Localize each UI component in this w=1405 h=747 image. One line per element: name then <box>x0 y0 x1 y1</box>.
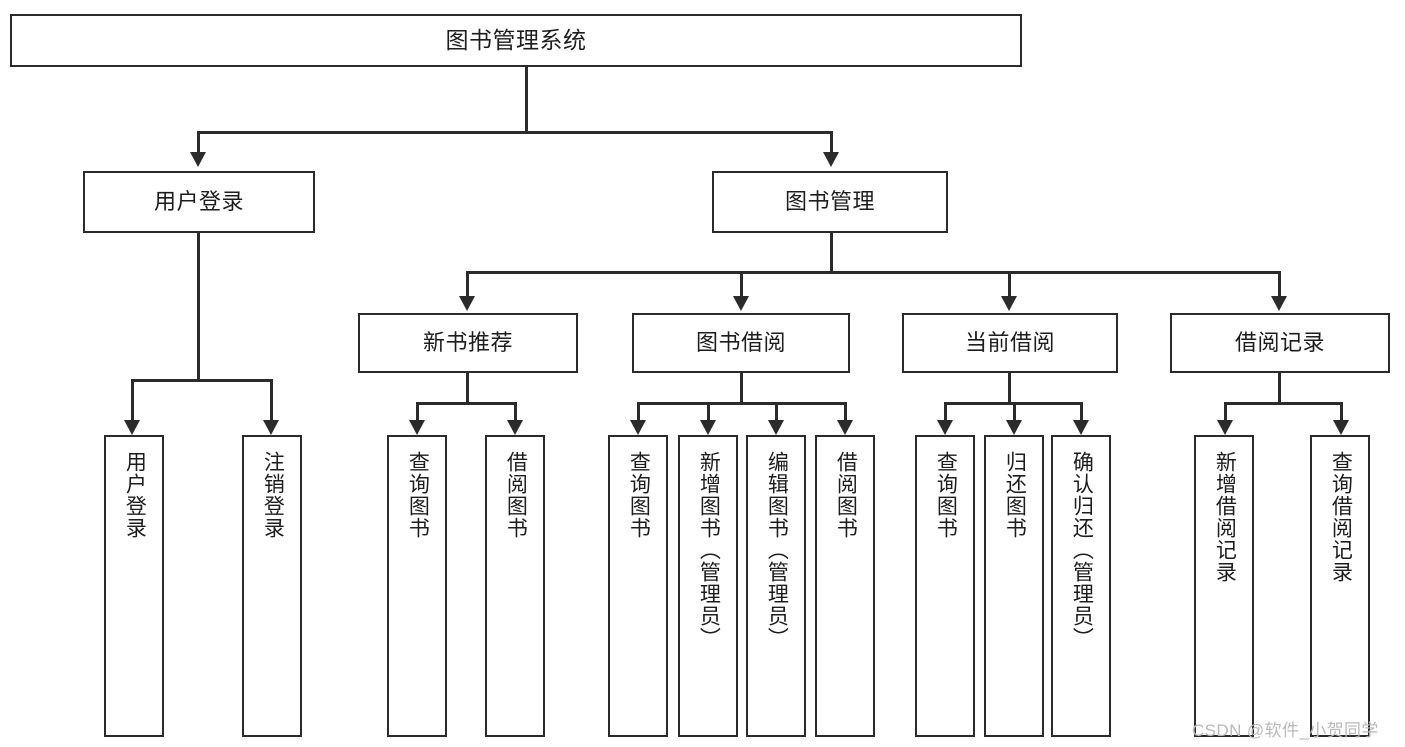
node-root-system[interactable]: 图书管理系统 <box>10 14 1022 67</box>
arrowhead-leaf-edit-book <box>768 420 784 435</box>
arrowhead-leaf-confirm-return <box>1073 420 1089 435</box>
node-label: 编辑图书（管理员） <box>765 451 789 649</box>
connector-user-login-stem <box>197 233 200 381</box>
node-leaf-user-login[interactable]: 用户登录 <box>104 435 164 737</box>
connector-to-current-borrow <box>1008 271 1011 297</box>
node-label: 注销登录 <box>261 451 285 539</box>
node-label: 借阅图书 <box>834 451 858 539</box>
connector-current-borrow-bus <box>944 402 1080 405</box>
connector-book-manage-stem <box>830 233 833 273</box>
arrowhead-borrow-record <box>1271 296 1287 311</box>
connector-bb-drop-1 <box>637 402 640 422</box>
connector-to-book-borrow <box>740 271 743 297</box>
node-leaf-borrow-book-2[interactable]: 借阅图书 <box>815 435 875 737</box>
connector-book-borrow-stem <box>740 373 743 404</box>
connector-nbr-drop-1 <box>416 402 419 422</box>
arrowhead-leaf-return-book <box>1006 420 1022 435</box>
node-leaf-logout[interactable]: 注销登录 <box>242 435 302 737</box>
connector-user-login-drop-2 <box>270 379 273 421</box>
node-label: 用户登录 <box>153 189 244 215</box>
connector-cb-drop-1 <box>944 402 947 422</box>
node-label: 借阅记录 <box>1234 330 1325 356</box>
arrowhead-leaf-query-record <box>1333 420 1349 435</box>
connector-root-stem <box>525 67 528 133</box>
connector-book-borrow-bus <box>637 402 844 405</box>
connector-borrow-record-stem <box>1278 373 1281 404</box>
node-leaf-add-record[interactable]: 新增借阅记录 <box>1194 435 1254 737</box>
node-label: 图书管理系统 <box>445 27 587 54</box>
connector-nbr-drop-2 <box>514 402 517 422</box>
connector-br-drop-2 <box>1340 402 1343 422</box>
connector-bb-drop-3 <box>775 402 778 422</box>
node-label: 新书推荐 <box>422 330 513 356</box>
connector-bb-drop-2 <box>707 402 710 422</box>
node-label: 新增借阅记录 <box>1213 451 1237 583</box>
node-label: 借阅图书 <box>504 451 528 539</box>
node-leaf-query-book-1[interactable]: 查询图书 <box>387 435 447 737</box>
connector-root-to-book-manage <box>830 131 833 153</box>
connector-new-book-recommend-bus <box>416 402 514 405</box>
csdn-watermark: CSDN @软件_小贺同学 <box>1192 721 1379 740</box>
node-book-manage[interactable]: 图书管理 <box>712 171 948 233</box>
arrowhead-leaf-query-book-3 <box>937 420 953 435</box>
connector-cb-drop-2 <box>1013 402 1016 422</box>
connector-current-borrow-stem <box>1008 373 1011 404</box>
arrowhead-user-login <box>190 152 206 167</box>
node-label: 新增图书（管理员） <box>697 451 721 649</box>
arrowhead-leaf-logout <box>263 420 279 435</box>
node-current-borrow[interactable]: 当前借阅 <box>902 313 1118 373</box>
node-user-login[interactable]: 用户登录 <box>83 171 315 233</box>
node-new-book-recommend[interactable]: 新书推荐 <box>358 313 578 373</box>
connector-cb-drop-3 <box>1080 402 1083 422</box>
node-leaf-edit-book[interactable]: 编辑图书（管理员） <box>746 435 806 737</box>
arrowhead-leaf-query-book-1 <box>409 420 425 435</box>
node-leaf-query-book-3[interactable]: 查询图书 <box>915 435 975 737</box>
node-label: 归还图书 <box>1003 451 1027 539</box>
arrowhead-leaf-add-book <box>700 420 716 435</box>
node-leaf-borrow-book-1[interactable]: 借阅图书 <box>485 435 545 737</box>
connector-new-book-recommend-stem <box>466 373 469 404</box>
arrowhead-leaf-borrow-book-1 <box>507 420 523 435</box>
connector-to-borrow-record <box>1278 271 1281 297</box>
connector-user-login-drop-1 <box>131 379 134 421</box>
node-book-borrow[interactable]: 图书借阅 <box>632 313 850 373</box>
node-label: 当前借阅 <box>964 330 1055 356</box>
connector-book-manage-bus <box>466 271 1280 274</box>
node-leaf-add-book[interactable]: 新增图书（管理员） <box>678 435 738 737</box>
connector-to-new-book-recommend <box>466 271 469 297</box>
node-label: 查询图书 <box>406 451 430 539</box>
arrowhead-leaf-user-login <box>124 420 140 435</box>
node-label: 图书借阅 <box>695 330 786 356</box>
connector-user-login-bus <box>131 379 270 382</box>
connector-bb-drop-4 <box>844 402 847 422</box>
arrowhead-new-book-recommend <box>459 296 475 311</box>
node-leaf-confirm-return[interactable]: 确认归还（管理员） <box>1051 435 1111 737</box>
connector-borrow-record-bus <box>1224 402 1340 405</box>
arrowhead-book-borrow <box>733 296 749 311</box>
node-label: 查询图书 <box>627 451 651 539</box>
connector-root-to-user-login <box>197 131 200 153</box>
arrowhead-leaf-add-record <box>1217 420 1233 435</box>
arrowhead-current-borrow <box>1001 296 1017 311</box>
node-borrow-record[interactable]: 借阅记录 <box>1170 313 1390 373</box>
node-label: 用户登录 <box>123 451 147 539</box>
node-leaf-return-book[interactable]: 归还图书 <box>984 435 1044 737</box>
arrowhead-book-manage <box>823 152 839 167</box>
connector-root-bus <box>197 131 833 134</box>
arrowhead-leaf-query-book-2 <box>630 420 646 435</box>
arrowhead-leaf-borrow-book-2 <box>837 420 853 435</box>
node-label: 查询图书 <box>934 451 958 539</box>
node-label: 图书管理 <box>784 189 875 215</box>
node-leaf-query-record[interactable]: 查询借阅记录 <box>1310 435 1370 737</box>
node-leaf-query-book-2[interactable]: 查询图书 <box>608 435 668 737</box>
node-label: 查询借阅记录 <box>1329 451 1353 583</box>
node-label: 确认归还（管理员） <box>1070 451 1094 649</box>
connector-br-drop-1 <box>1224 402 1227 422</box>
